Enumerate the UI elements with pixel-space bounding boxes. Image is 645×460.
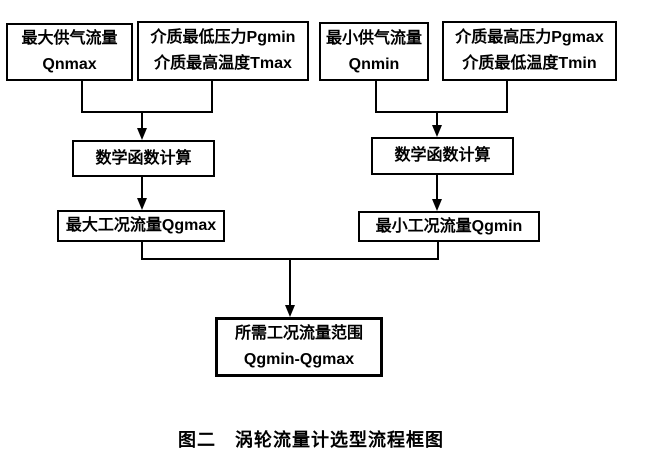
arrowhead-calc-left — [137, 128, 147, 140]
arrowhead-result — [285, 305, 295, 317]
arrowhead-qgmax — [137, 198, 147, 210]
node-pgmin-tmax-line2: 介质最高温度Tmax — [154, 55, 292, 72]
node-qnmin-line1: 最小供气流量 — [325, 29, 422, 47]
figure-caption: 图二 涡轮流量计选型流程框图 — [178, 430, 444, 450]
node-qnmin-line2: Qnmin — [348, 55, 400, 73]
node-calc-left: 数学函数计算 — [72, 140, 215, 177]
edge-fork-left — [81, 81, 213, 129]
node-result: 所需工况流量范围 Qgmin-Qgmax — [215, 317, 383, 377]
node-qgmin-label: 最小工况流量Qgmin — [375, 217, 523, 235]
node-pgmax-tmin-line1: 介质最高压力Pgmax — [455, 29, 604, 46]
node-calc-right-label: 数学函数计算 — [394, 147, 491, 164]
node-qnmax: 最大供气流量 Qnmax — [6, 23, 133, 81]
arrowhead-qgmin — [432, 199, 442, 211]
node-pgmax-tmin-line2: 介质最低温度Tmin — [462, 55, 597, 72]
node-calc-left-label: 数学函数计算 — [95, 149, 192, 167]
node-qgmax-label: 最大工况流量Qgmax — [65, 217, 217, 234]
node-pgmin-tmax-line1: 介质最低压力Pgmin — [150, 29, 296, 46]
node-result-line1: 所需工况流量范围 — [234, 325, 363, 342]
node-pgmin-tmax: 介质最低压力Pgmin 介质最高温度Tmax — [137, 21, 309, 81]
node-result-line2: Qgmin-Qgmax — [243, 351, 355, 368]
node-qnmin: 最小供气流量 Qnmin — [319, 22, 429, 81]
arrowhead-calc-right — [432, 125, 442, 137]
node-qnmax-line2: Qnmax — [42, 56, 97, 73]
node-qgmin: 最小工况流量Qgmin — [358, 211, 540, 242]
node-pgmax-tmin: 介质最高压力Pgmax 介质最低温度Tmin — [442, 21, 617, 81]
node-calc-right: 数学函数计算 — [371, 137, 514, 175]
edge-merge-to-result — [141, 242, 439, 306]
edge-fork-right — [375, 81, 508, 126]
node-qgmax: 最大工况流量Qgmax — [57, 210, 225, 242]
node-qnmax-line1: 最大供气流量 — [21, 30, 118, 47]
